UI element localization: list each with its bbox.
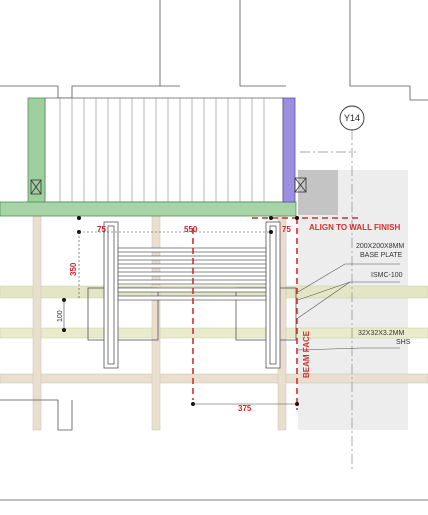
note-ismc: ISMC-100: [371, 272, 403, 279]
dim-left-offset: 75: [97, 225, 106, 234]
dim-right-offset: 75: [282, 225, 291, 234]
dim-span: 550: [184, 225, 198, 234]
beam-band-mid: [0, 327, 428, 339]
dim-vertical-lower: 100: [57, 310, 64, 322]
beam-band-lower: [0, 373, 428, 384]
wall-outline: [0, 0, 428, 501]
ismc-members: [117, 247, 267, 301]
steel-frame: [87, 221, 297, 369]
cross-box-right: [294, 177, 307, 193]
post-left: [32, 214, 42, 431]
vertical-posts: [32, 214, 287, 431]
channel-right: [265, 221, 281, 369]
cross-box-left: [30, 179, 42, 195]
joist-bay: [44, 97, 284, 203]
dimension-lines: [63, 231, 297, 405]
note-shs-line2: SHS: [396, 339, 411, 346]
leader-lines: [297, 263, 400, 351]
red-dashed-lines: [192, 217, 360, 410]
channel-left-inner: [107, 225, 115, 365]
grid-bubble-y14: [339, 105, 365, 131]
dim-vertical-upper: 350: [69, 262, 78, 276]
shaded-zone-dark: [298, 170, 338, 215]
channel-left: [103, 221, 119, 369]
purple-wall-right: [282, 97, 296, 203]
note-align-to-wall-finish: ALIGN TO WALL FINISH: [309, 223, 400, 232]
joists: [44, 97, 284, 203]
note-base-plate-line2: BASE PLATE: [360, 252, 403, 259]
note-shs-line1: 32X32X3.2MM: [358, 330, 404, 337]
green-sill: [0, 201, 297, 217]
dim-bottom-span: 375: [238, 404, 252, 413]
grid-tag-label: Y14: [344, 113, 360, 123]
post-centre: [151, 214, 161, 431]
channel-right-inner: [269, 225, 277, 365]
note-beam-face: BEAM FACE: [302, 330, 311, 378]
note-base-plate-line1: 200X200X8MM: [356, 243, 404, 250]
